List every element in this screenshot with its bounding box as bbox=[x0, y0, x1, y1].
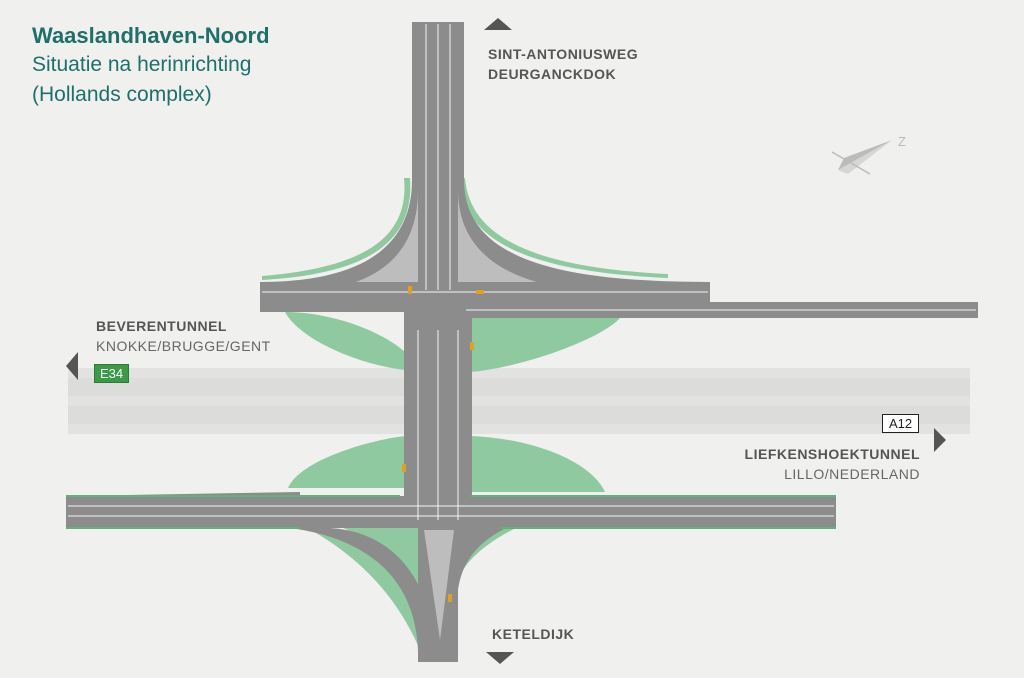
shield-e34: E34 bbox=[94, 364, 130, 383]
road-south-curve bbox=[290, 528, 435, 662]
compass-letter: Z bbox=[898, 134, 907, 149]
subtitle-line-2: (Hollands complex) bbox=[32, 83, 212, 106]
label-north: SINT-ANTONIUSWEG DEURGANCKDOK bbox=[488, 44, 638, 84]
lane-markings bbox=[68, 24, 976, 520]
label-east-line1: LIEFKENSHOEKTUNNEL bbox=[744, 446, 920, 462]
label-north-line1: SINT-ANTONIUSWEG bbox=[488, 46, 639, 62]
traffic-light-icon bbox=[470, 342, 474, 350]
green-area-sw2 bbox=[338, 526, 420, 605]
traffic-light-icon bbox=[476, 290, 484, 294]
label-south-line1: KETELDIJK bbox=[492, 626, 575, 642]
highway-band-bottom bbox=[68, 406, 970, 424]
label-west-line1: BEVERENTUNNEL bbox=[96, 318, 227, 334]
road-south-right-curve bbox=[458, 526, 510, 590]
page-title: Waaslandhaven-Noord bbox=[32, 23, 270, 48]
traffic-light-icon bbox=[408, 286, 412, 294]
compass-icon bbox=[831, 140, 892, 175]
title-block: Waaslandhaven-Noord Situatie na herinric… bbox=[32, 22, 270, 110]
arrow-north-icon bbox=[484, 18, 512, 30]
traffic-light-icon bbox=[402, 464, 406, 472]
highway-corridor bbox=[68, 368, 970, 434]
green-edge-lines bbox=[66, 495, 836, 529]
label-east-line2: LILLO/NEDERLAND bbox=[784, 466, 920, 482]
shield-a12: A12 bbox=[882, 414, 920, 433]
hatch-south bbox=[424, 530, 454, 640]
label-west-line2: KNOKKE/BRUGGE/GENT bbox=[96, 338, 271, 354]
road-north-right-fan bbox=[464, 180, 710, 300]
arrow-east-icon bbox=[934, 428, 946, 452]
arrow-west-icon bbox=[66, 352, 78, 380]
green-area-ne bbox=[470, 318, 620, 372]
label-north-line2: DEURGANCKDOK bbox=[488, 66, 617, 82]
highway-band-top bbox=[68, 378, 970, 396]
green-area-w-mid bbox=[288, 436, 405, 488]
hatch-north-left bbox=[320, 190, 418, 290]
traffic-light-icon bbox=[448, 594, 452, 602]
traffic-lights bbox=[402, 286, 484, 602]
arrow-south-icon bbox=[486, 652, 514, 664]
green-area-e-mid bbox=[470, 436, 605, 492]
label-west: BEVERENTUNNEL KNOKKE/BRUGGE/GENT bbox=[96, 316, 271, 356]
green-area-nw bbox=[285, 312, 405, 370]
label-east: LIEFKENSHOEKTUNNEL LILLO/NEDERLAND bbox=[745, 444, 920, 484]
hatch-north-right bbox=[458, 190, 580, 290]
label-south: KETELDIJK bbox=[492, 624, 574, 644]
subtitle-line-1: Situatie na herinrichting bbox=[32, 53, 252, 76]
road-lower bbox=[66, 496, 836, 528]
